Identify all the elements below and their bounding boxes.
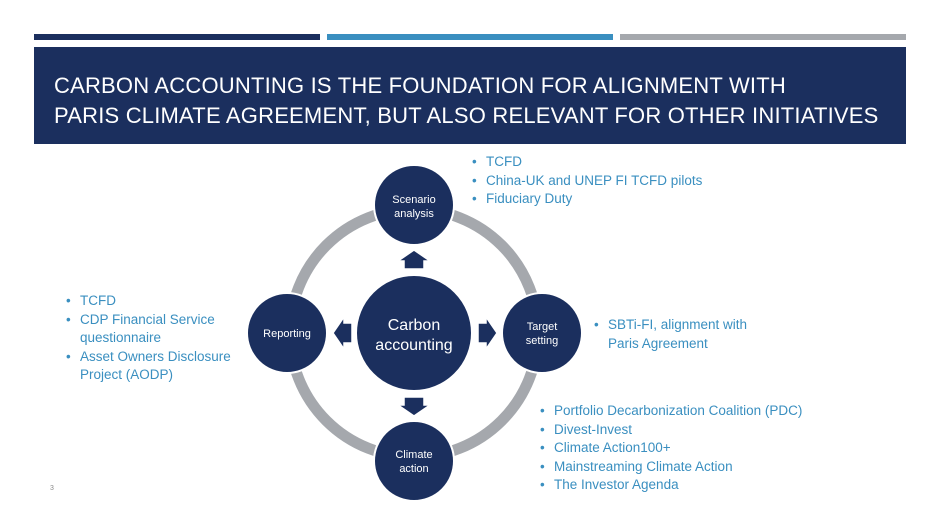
center-node-carbon-accounting: Carbon accounting bbox=[355, 274, 473, 392]
top-accent-bar-blue bbox=[327, 34, 613, 40]
bullet-item: SBTi-FI, alignment with bbox=[591, 316, 747, 335]
bullet-item: TCFD bbox=[469, 153, 702, 172]
bullet-item: Portfolio Decarbonization Coalition (PDC… bbox=[537, 402, 802, 421]
bullet-item: CDP Financial Service bbox=[63, 311, 231, 330]
bullet-item: Climate Action100+ bbox=[537, 439, 802, 458]
node-target-circle bbox=[501, 292, 583, 374]
arrow-down-icon bbox=[395, 396, 433, 417]
page-number: 3 bbox=[50, 485, 54, 492]
arrow-right-icon bbox=[477, 314, 498, 352]
node-climate-action: Climate action bbox=[373, 420, 455, 502]
node-reporting-label: Reporting bbox=[263, 328, 311, 340]
bullet-item: Fiduciary Duty bbox=[469, 190, 702, 209]
bullet-item: TCFD bbox=[63, 292, 231, 311]
node-reporting-circle bbox=[246, 292, 328, 374]
node-target-label-line-1: Target bbox=[527, 321, 558, 333]
node-scenario-circle bbox=[373, 164, 455, 246]
node-scenario-label-line-1: Scenario bbox=[392, 194, 435, 206]
arrow-up-icon bbox=[395, 249, 433, 270]
center-node-label-line-1: Carbon bbox=[388, 317, 440, 334]
node-reporting: Reporting bbox=[246, 292, 328, 374]
scenario-bullet-list: TCFD China-UK and UNEP FI TCFD pilots Fi… bbox=[469, 153, 702, 209]
top-accent-bar-navy bbox=[34, 34, 320, 40]
node-target-label-line-2: setting bbox=[526, 335, 558, 347]
bullet-item-continuation: Project (AODP) bbox=[80, 367, 174, 383]
node-climate-label-line-2: action bbox=[399, 463, 428, 475]
bullet-item-continuation: questionnaire bbox=[80, 330, 162, 346]
bullet-item-continuation: Paris Agreement bbox=[608, 335, 708, 351]
node-climate-label-line-1: Climate bbox=[395, 449, 432, 461]
title-banner: CARBON ACCOUNTING IS THE FOUNDATION FOR … bbox=[34, 47, 906, 144]
climate-bullet-list: Portfolio Decarbonization Coalition (PDC… bbox=[537, 402, 802, 495]
slide-title-line-2: PARIS CLIMATE AGREEMENT, BUT ALSO RELEVA… bbox=[54, 103, 879, 128]
bullet-item: Divest-Invest bbox=[537, 421, 802, 440]
bullet-item: The Investor Agenda bbox=[537, 476, 802, 495]
target-bullet-list: SBTi-FI, alignment with Paris Agreement bbox=[591, 316, 747, 353]
slide-title-line-1: CARBON ACCOUNTING IS THE FOUNDATION FOR … bbox=[54, 73, 786, 98]
center-node-label-line-2: accounting bbox=[375, 337, 452, 354]
bullet-item: China-UK and UNEP FI TCFD pilots bbox=[469, 172, 702, 191]
bullet-item: Mainstreaming Climate Action bbox=[537, 458, 802, 477]
node-scenario-label-line-2: analysis bbox=[394, 208, 434, 220]
node-scenario-analysis: Scenario analysis bbox=[373, 164, 455, 246]
reporting-bullet-list: TCFD CDP Financial Service questionnaire… bbox=[63, 292, 231, 385]
bullet-item: Asset Owners Disclosure bbox=[63, 348, 231, 367]
node-target-setting: Target setting bbox=[501, 292, 583, 374]
arrow-left-icon bbox=[332, 314, 353, 352]
top-accent-bar-gray bbox=[620, 34, 906, 40]
center-node-circle bbox=[355, 274, 473, 392]
node-climate-circle bbox=[373, 420, 455, 502]
